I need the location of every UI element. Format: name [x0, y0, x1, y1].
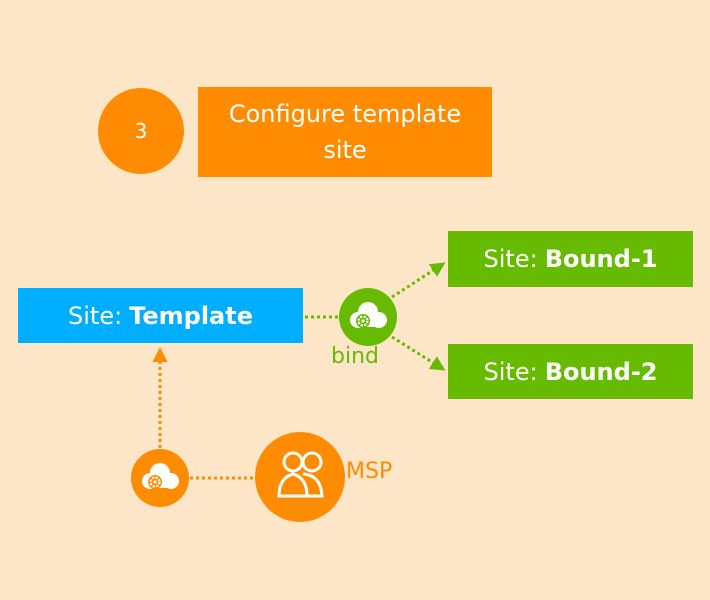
msp-label: MSP [346, 459, 393, 484]
step-number: 3 [134, 119, 148, 143]
site-bound1-box: Site: Bound-1 [448, 231, 693, 287]
site-bound2-box: Site: Bound-2 [448, 344, 693, 399]
site-template-name: Template [129, 301, 253, 330]
cloud-gear-icon [131, 449, 189, 507]
step-title: Configure template site [228, 100, 462, 164]
site-bound1-name: Bound-1 [544, 245, 658, 273]
bind-label: bind [331, 344, 379, 369]
site-template-box: Site: Template [18, 288, 303, 343]
msp-users-icon [255, 432, 345, 522]
arrow-bind-to-bound2 [391, 335, 446, 371]
step-title-box: Configure template site [198, 87, 492, 177]
step-number-badge: 3 [98, 88, 184, 174]
site-prefix: Site: [68, 301, 123, 330]
cloud-gear-icon [339, 288, 397, 346]
site-prefix: Site: [483, 245, 538, 273]
site-bound2-name: Bound-2 [544, 357, 658, 386]
site-prefix: Site: [483, 357, 538, 386]
arrow-bind-to-bound1 [391, 262, 446, 299]
